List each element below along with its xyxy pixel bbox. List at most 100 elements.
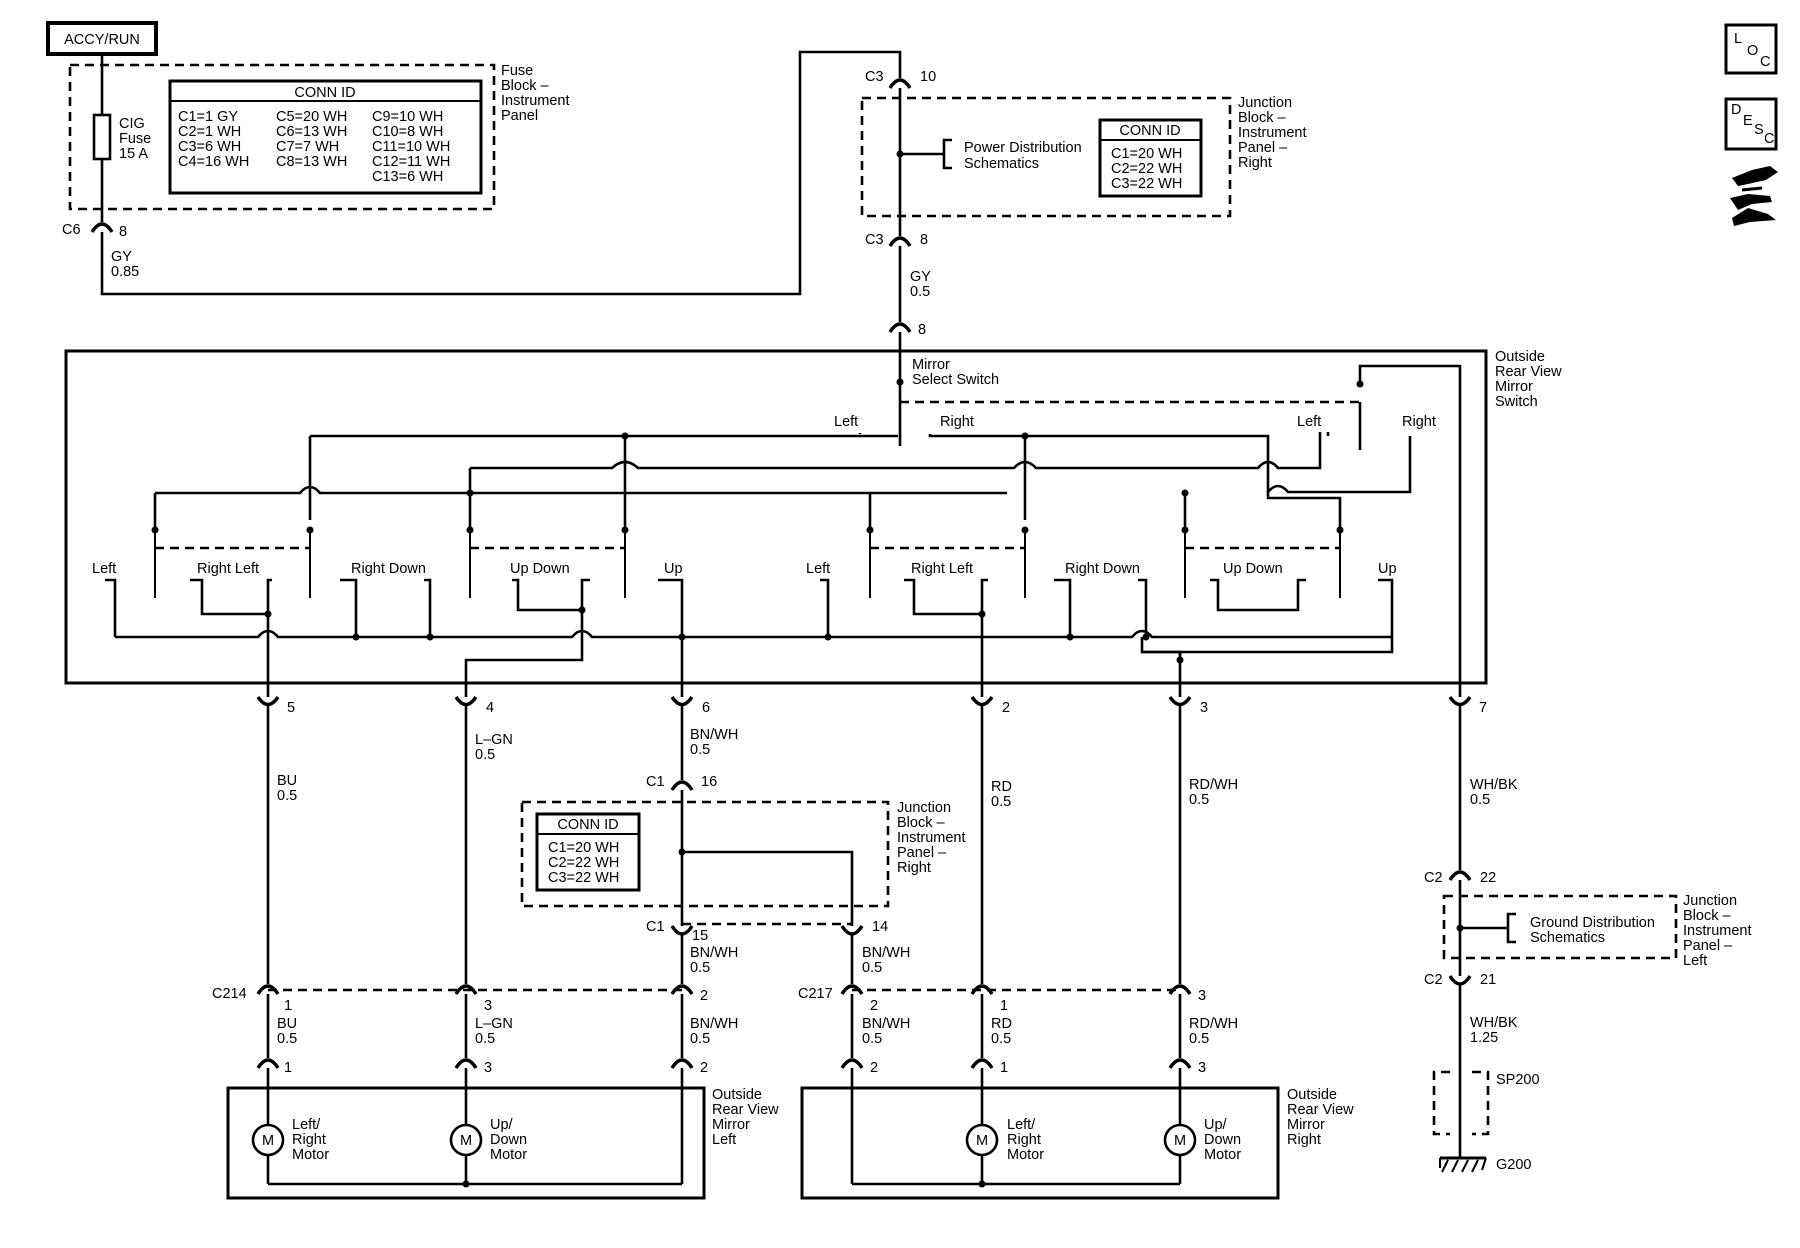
mirror-left-motor1-3: Motor bbox=[292, 1147, 329, 1163]
mirror-right-motor1-3: Motor bbox=[1007, 1147, 1044, 1163]
jb-top-in-pin: 10 bbox=[920, 69, 936, 85]
jb-top-title-2: Block – bbox=[1238, 110, 1286, 126]
fuse-conn-c5: C5=20 WH bbox=[276, 109, 347, 125]
mirror-left-title-3: Mirror bbox=[712, 1117, 750, 1133]
connector-c3-pin8 bbox=[888, 236, 912, 247]
jb-top-title-5: Right bbox=[1238, 155, 1272, 171]
lower-wire-bnwh1-color: BN/WH bbox=[690, 1016, 738, 1032]
connector-c6-label: C6 bbox=[62, 222, 81, 238]
fuse-conn-c1: C1=1 GY bbox=[178, 109, 238, 125]
sel-right-label: Right bbox=[940, 414, 974, 430]
jb-left-title-1: Junction bbox=[1683, 893, 1737, 909]
loc-icon[interactable]: L O C bbox=[1724, 23, 1778, 75]
wire-whbk-color: WH/BK bbox=[1470, 777, 1518, 793]
wire-whbk125-color: WH/BK bbox=[1470, 1015, 1518, 1031]
switch-pin-2: 2 bbox=[1002, 700, 1010, 716]
wire-rd-size: 0.5 bbox=[991, 794, 1011, 810]
mirror-right-title-3: Mirror bbox=[1287, 1117, 1325, 1133]
jb-top-conn-c3: C3=22 WH bbox=[1111, 176, 1182, 192]
fuse-conn-c7: C7=7 WH bbox=[276, 139, 339, 155]
mirror-right-pin2: 2 bbox=[870, 1060, 878, 1076]
switch-output-pins: 5 4 6 2 3 7 bbox=[256, 695, 1487, 716]
jb-top-out-pin: 8 bbox=[920, 232, 928, 248]
jb-mid-out-pin2: 14 bbox=[872, 919, 888, 935]
jb-mid-in-pin: 16 bbox=[701, 774, 717, 790]
mirror-right-motor2-2: Down bbox=[1204, 1132, 1241, 1148]
switch-pin-5: 5 bbox=[287, 700, 295, 716]
wire-gy-05-color: GY bbox=[910, 269, 931, 285]
wire-whbk-size: 0.5 bbox=[1470, 792, 1490, 808]
contact-a-left: Left bbox=[92, 561, 116, 577]
contact-b-up: Up bbox=[1378, 561, 1397, 577]
junction-block-right-top: C3 10 Power Distribution Schematics CONN… bbox=[860, 69, 1307, 248]
jb-top-in-conn: C3 bbox=[865, 69, 884, 85]
contact-b-up-down: Up Down bbox=[1223, 561, 1283, 577]
jb-left-in-pin: 22 bbox=[1480, 870, 1496, 886]
wire-bnwh-mid1-color: BN/WH bbox=[690, 945, 738, 961]
desc-icon[interactable]: D E S C bbox=[1724, 97, 1778, 151]
jb-top-title-1: Junction bbox=[1238, 95, 1292, 111]
motor-lr-left-symbol: M bbox=[262, 1133, 274, 1149]
wire-bnwh-mid2-color: BN/WH bbox=[862, 945, 910, 961]
motor-icon bbox=[449, 1123, 483, 1157]
select-switch-label-1: Mirror bbox=[912, 357, 950, 373]
mirror-right-motor2-3: Motor bbox=[1204, 1147, 1241, 1163]
junction-block-left: C2 22 Ground Distribution Schematics Jun… bbox=[1424, 870, 1752, 988]
fuse-conn-c6: C6=13 WH bbox=[276, 124, 347, 140]
contact-b-right-left: Right Left bbox=[911, 561, 973, 577]
contact-b-right-down: Right Down bbox=[1065, 561, 1140, 577]
jb-mid-title-4: Panel – bbox=[897, 845, 947, 861]
lower-wire-bu-color: BU bbox=[277, 1016, 297, 1032]
jb-mid-conn-c2: C2=22 WH bbox=[548, 855, 619, 871]
troubleshoot-hand-icon[interactable] bbox=[1730, 166, 1778, 226]
switch-pin-3: 3 bbox=[1200, 700, 1208, 716]
mirror-right-motor1-1: Left/ bbox=[1007, 1117, 1036, 1133]
loc-letter-c: C bbox=[1760, 54, 1770, 70]
motor-icon bbox=[251, 1123, 285, 1157]
jb-left-title-4: Panel – bbox=[1683, 938, 1733, 954]
motor-ud-right-symbol: M bbox=[1174, 1133, 1186, 1149]
switch-in-pin: 8 bbox=[918, 322, 926, 338]
mirror-left-motor1-1: Left/ bbox=[292, 1117, 321, 1133]
wire-gy-085-size: 0.85 bbox=[111, 264, 139, 280]
desc-letter-c: C bbox=[1764, 131, 1774, 147]
lower-wire-rdwh-size: 0.5 bbox=[1189, 1031, 1209, 1047]
wire-whbk125-size: 1.25 bbox=[1470, 1030, 1498, 1046]
motor-icon bbox=[965, 1123, 999, 1157]
splice-label: SP200 bbox=[1496, 1072, 1540, 1088]
lower-wire-lgn-color: L–GN bbox=[475, 1016, 513, 1032]
connector-c214: C214 1 3 2 bbox=[212, 984, 708, 1014]
lower-wire-bu-size: 0.5 bbox=[277, 1031, 297, 1047]
jb-mid-title-3: Instrument bbox=[897, 830, 966, 846]
wire-lgn-color: L–GN bbox=[475, 732, 513, 748]
jb-top-ref-2: Schematics bbox=[964, 156, 1039, 172]
fuse-block: Fuse Block – Instrument Panel CIG Fuse 1… bbox=[68, 54, 570, 222]
c217-pin3: 3 bbox=[1198, 988, 1206, 1004]
mirror-right-title-4: Right bbox=[1287, 1132, 1321, 1148]
wire-bnwh-color: BN/WH bbox=[690, 727, 738, 743]
power-label: ACCY/RUN bbox=[64, 32, 140, 48]
fuse-conn-c8: C8=13 WH bbox=[276, 154, 347, 170]
wire-rd-color: RD bbox=[991, 779, 1012, 795]
mirror-right-motor2-1: Up/ bbox=[1204, 1117, 1228, 1133]
fuse-conn-title: CONN ID bbox=[294, 85, 355, 101]
c217-pin2: 2 bbox=[870, 998, 878, 1014]
switch-pin-7: 7 bbox=[1479, 700, 1487, 716]
fuse-block-title-2: Block – bbox=[501, 78, 549, 94]
mirror-left-pin2: 2 bbox=[700, 1060, 708, 1076]
lower-wire-lgn-size: 0.5 bbox=[475, 1031, 495, 1047]
fuse-conn-c10: C10=8 WH bbox=[372, 124, 443, 140]
mirror-right-pin3: 3 bbox=[1198, 1060, 1206, 1076]
switch-pin-6: 6 bbox=[702, 700, 710, 716]
mirror-right-pin1: 1 bbox=[1000, 1060, 1008, 1076]
loc-letter-o: O bbox=[1747, 43, 1758, 59]
jb-top-conn-id-table bbox=[1098, 118, 1203, 198]
mirror-left-title-4: Left bbox=[712, 1132, 736, 1148]
jb-left-title-2: Block – bbox=[1683, 908, 1731, 924]
jb-top-out-conn: C3 bbox=[865, 232, 884, 248]
select-switch-label-2: Select Switch bbox=[912, 372, 999, 388]
mirror-left-pin3: 3 bbox=[484, 1060, 492, 1076]
jb-mid-title-2: Block – bbox=[897, 815, 945, 831]
fuse-conn-c3: C3=6 WH bbox=[178, 139, 241, 155]
wire-feed-gy bbox=[100, 50, 902, 296]
